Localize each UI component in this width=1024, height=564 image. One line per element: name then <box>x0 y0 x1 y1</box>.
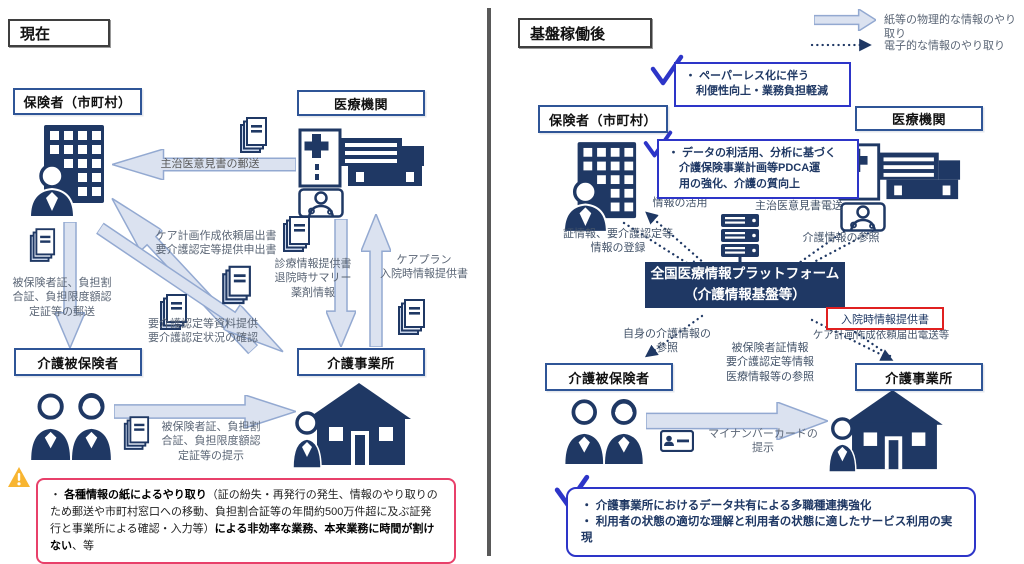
house-icon <box>828 390 960 472</box>
warning-bold-1: 各種情報の紙によるやり取り <box>64 489 207 501</box>
warning-tail: 、等 <box>72 540 94 553</box>
label-mynumber: マイナンバーカードの 提示 <box>708 428 818 455</box>
building-icon <box>562 137 640 233</box>
left-box-medical: 医療機関 <box>297 90 425 116</box>
dotted-arrow-self-care-ref <box>644 314 704 358</box>
platform-line2: （介護情報基盤等） <box>684 287 806 302</box>
label-cert-provision: 要介護認定等資料提供 要介護認定状況の確認 <box>148 318 258 345</box>
label-medical-docs: 診療情報提供書 退院時サマリー 薬剤情報 <box>274 258 352 299</box>
dotted-arrow-info-use <box>645 211 707 266</box>
people-icon <box>28 392 116 460</box>
label-cert-show: 被保険者証、負担割 合証、負担限度額認 定証等の提示 <box>161 421 261 462</box>
dotted-arrow-careoffice-upload <box>826 312 892 358</box>
doctor-icon <box>298 188 344 218</box>
left-box-care-office: 介護事業所 <box>297 348 425 376</box>
id-card-icon <box>660 430 694 452</box>
label-care-plan-request: ケア計画作成依頼届出書 要介護認定等提供申出書 <box>155 230 277 257</box>
left-panel-title: 現在 <box>8 19 110 47</box>
documents-icon <box>220 264 252 308</box>
label-doctor-opinion-mail: 主治医意見書の郵送 <box>160 158 260 170</box>
arrow-cert-mail <box>55 222 85 348</box>
people-icon <box>562 398 648 464</box>
arrow-care-plan <box>361 214 391 347</box>
platform-line1: 全国医療情報プラットフォーム <box>650 266 840 282</box>
left-box-insurer: 保険者（市町村） <box>13 88 142 115</box>
label-cert-mail: 被保険者証、負担割 合証、負担限度額認 定証等の郵送 <box>12 277 112 318</box>
documents-icon <box>396 296 426 340</box>
warning-box: ・ 各種情報の紙によるやり取り（証の紛失・再発行の発生、情報のやり取りのため郵送… <box>36 478 456 564</box>
platform-box: 全国医療情報プラットフォーム （介護情報基盤等） <box>645 262 845 308</box>
left-box-insured: 介護被保険者 <box>14 348 142 376</box>
legend-paper-arrow <box>814 9 876 31</box>
benefit-bottom-box: ・ 介護事業所におけるデータ共有による多職種連携強化 ・ 利用者の状態の適切な理… <box>566 487 976 558</box>
warning-icon <box>7 466 31 488</box>
right-box-insurer: 保険者（市町村） <box>538 105 668 133</box>
label-care-plan-send: ケア計画作成依頼届出電送等 <box>812 329 950 341</box>
documents-icon <box>158 292 188 334</box>
documents-icon <box>122 414 150 454</box>
house-icon <box>293 383 428 468</box>
benefit-pdca-box: ・ データの利活用、分析に基づく 介護保険事業計画等PDCA運 用の強化、介護の… <box>657 139 859 200</box>
hospital-icon <box>298 126 426 188</box>
label-cert-register: 証情報、要介護認定等 情報の登録 <box>563 228 673 255</box>
label-hospital-info-highlight: 入院時情報提供書 <box>826 307 944 330</box>
label-insured-cert-ref: 被保険者証情報 要介護認定等情報 医療情報等の参照 <box>726 342 814 383</box>
legend-paper-label: 紙等の物理的な情報のやり取り <box>884 14 1016 41</box>
documents-icon <box>238 116 268 156</box>
building-icon <box>28 121 108 217</box>
arrow-medical-docs <box>326 219 356 347</box>
legend-electronic-label: 電子的な情報のやり取り <box>884 40 1005 52</box>
documents-icon <box>28 226 56 266</box>
right-box-medical: 医療機関 <box>855 106 983 131</box>
arrow-mynumber <box>646 402 828 440</box>
dotted-arrow-doctor-opinion-send <box>790 211 872 270</box>
label-care-plan: ケアプラン 入院時情報提供書 <box>380 254 468 281</box>
dotted-arrow-careoffice-ref <box>810 318 894 361</box>
panel-divider <box>487 8 491 556</box>
warning-bullet: ・ <box>50 489 65 501</box>
documents-icon <box>281 214 311 256</box>
arrow-doctor-opinion-mail <box>112 149 296 180</box>
warning-bold-2: による非効率な業務、本来業務に時間が割けない <box>50 523 435 553</box>
right-box-insured: 介護被保険者 <box>545 363 673 391</box>
label-doctor-opinion-send: 主治医意見書電送 <box>755 200 843 212</box>
benefit-paperless-box: ・ ペーパーレス化に伴う 利便性向上・業務負担軽減 <box>674 62 851 107</box>
warning-normal: （証の紛失・再発行の発生、情報のやり取りのため郵送や市町村窓口への移動、負担割合… <box>50 489 438 536</box>
server-icon <box>708 212 772 270</box>
right-panel-title: 基盤稼働後 <box>518 18 652 48</box>
right-box-care-office: 介護事業所 <box>855 363 983 391</box>
arrow-cert-provision <box>92 216 292 364</box>
label-self-care-ref: 自身の介護情報の 参照 <box>623 328 711 355</box>
label-care-info-ref: 介護情報の参照 <box>802 232 880 244</box>
label-info-use: 情報の活用 <box>652 197 708 209</box>
